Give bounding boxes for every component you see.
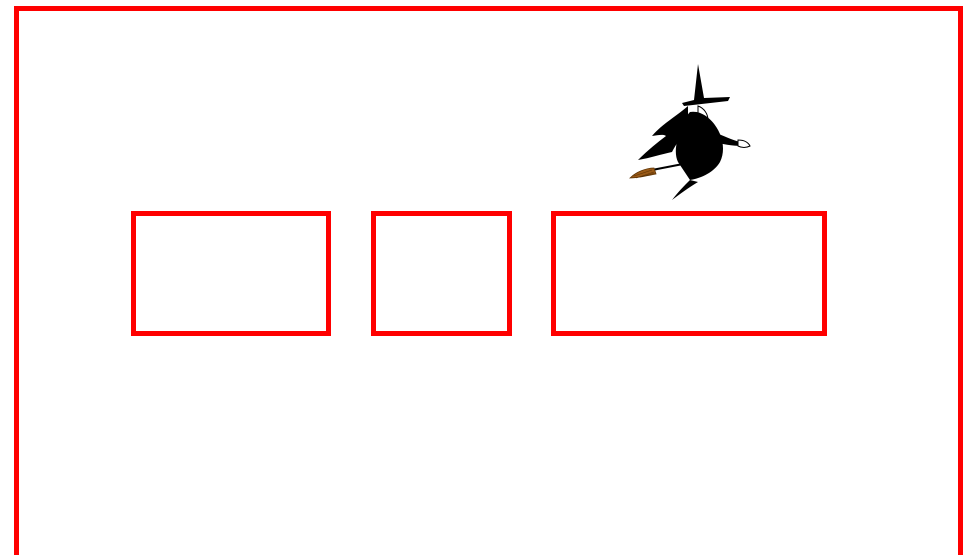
drop-slot-2[interactable] xyxy=(371,211,512,336)
witch-cloak-tail xyxy=(672,180,698,200)
drop-slot-1[interactable] xyxy=(131,211,331,336)
drop-slot-3[interactable] xyxy=(551,211,827,336)
witch-on-broom-icon[interactable] xyxy=(628,62,752,202)
witch-hat xyxy=(682,64,730,106)
witch-hand xyxy=(738,140,750,148)
